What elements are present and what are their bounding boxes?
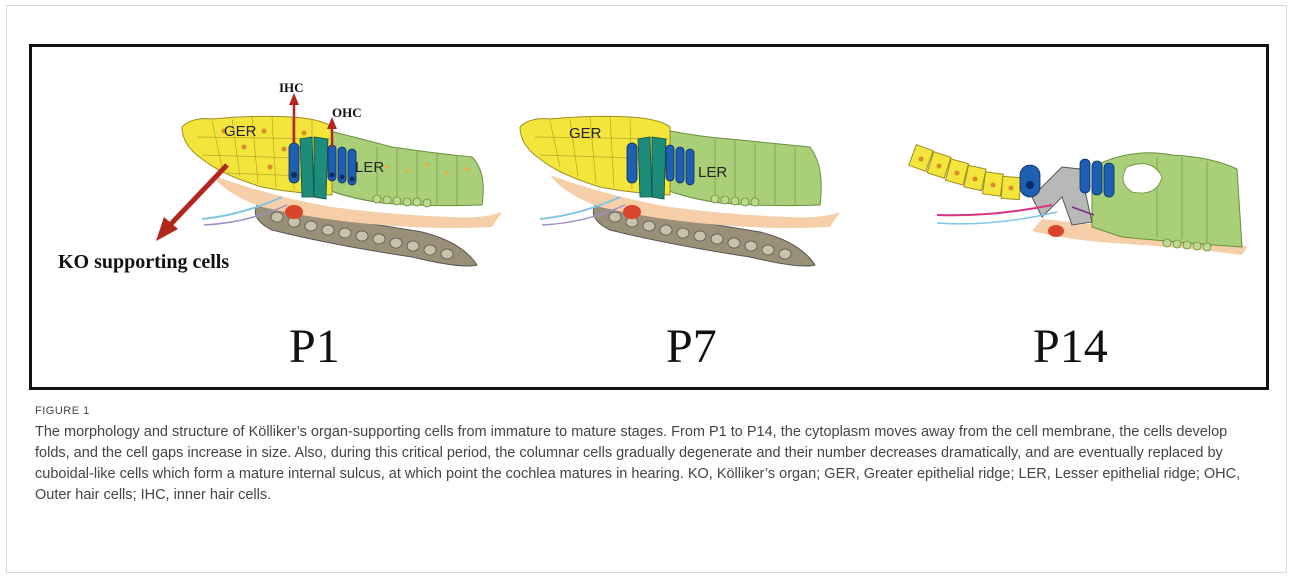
ohc-annotation: OHC (332, 105, 362, 121)
panel-p7-drawing (520, 116, 840, 266)
panel-label-p14: P14 (1033, 319, 1108, 374)
figure-panel-box: IHC OHC GER LER KO supporting cells GER … (29, 44, 1269, 390)
panel-p14-drawing (909, 145, 1247, 255)
panel-p1-drawing (156, 93, 502, 266)
ler-annotation-p1: LER (355, 159, 384, 176)
ger-annotation-p7: GER (569, 125, 602, 142)
figure-caption-text: The morphology and structure of Kölliker… (35, 422, 1260, 506)
ger-annotation-p1: GER (224, 123, 257, 140)
figure-caption-label: FIGURE 1 (35, 405, 90, 417)
ko-supporting-cells-label: KO supporting cells (58, 251, 229, 274)
ihc-annotation: IHC (279, 80, 304, 96)
ler-annotation-p7: LER (698, 164, 727, 181)
panel-label-p1: P1 (289, 319, 340, 374)
panel-label-p7: P7 (666, 319, 717, 374)
